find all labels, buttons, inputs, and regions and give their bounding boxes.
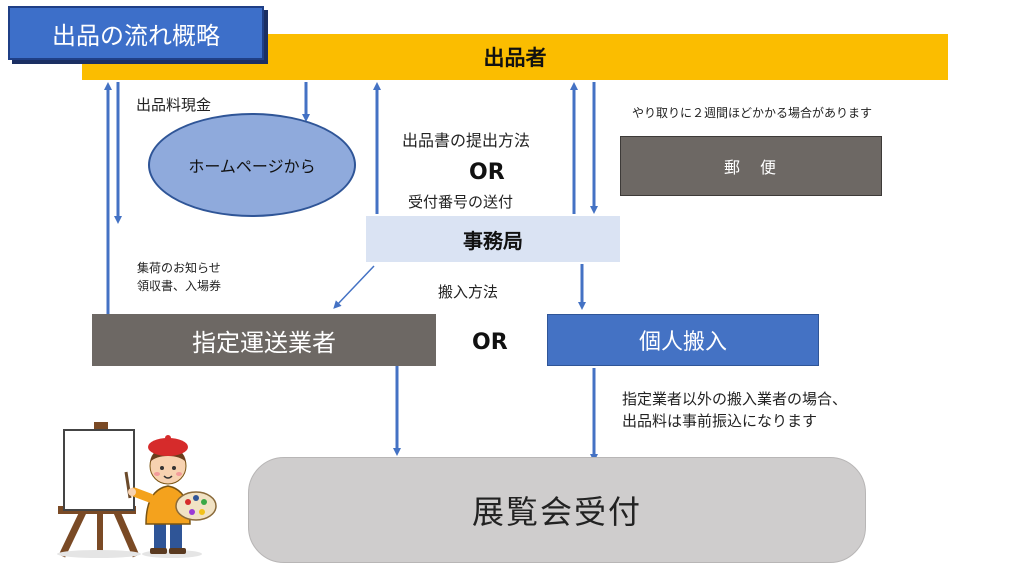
carrier-label: 指定運送業者 — [192, 328, 336, 357]
payment-label: 出品料現金 — [136, 96, 212, 114]
notice-text: 集荷のお知らせ 領収書、入場券 — [137, 259, 221, 295]
or-label-top: OR — [469, 160, 505, 185]
personal-delivery-box: 個人搬入 — [547, 314, 819, 366]
painter-icon — [124, 435, 217, 558]
easel-icon — [57, 422, 141, 558]
diagram-title-box: 出品の流れ概略 — [8, 6, 264, 60]
notice-line: 領収書、入場券 — [137, 279, 222, 293]
post-box: 郵 便 — [620, 136, 882, 196]
reception-label: 展覧会受付 — [471, 493, 642, 531]
delivery-method-label: 搬入方法 — [438, 283, 499, 301]
personal-label: 個人搬入 — [638, 330, 727, 355]
send-number-label: 受付番号の送付 — [408, 193, 514, 211]
other-carrier-note: 指定業者以外の搬入業者の場合、 出品料は事前振込になります — [622, 388, 847, 432]
post-label: 郵 便 — [723, 158, 778, 177]
exhibition-reception-box: 展覧会受付 — [248, 457, 866, 563]
two-weeks-note: やり取りに２週間ほどかかる場合があります — [632, 106, 873, 120]
office-box: 事務局 — [366, 216, 620, 262]
note-line: 指定業者以外の搬入業者の場合、 — [622, 390, 848, 408]
or-label-bottom: OR — [472, 330, 508, 355]
submission-method-label: 出品書の提出方法 — [402, 131, 531, 150]
homepage-label: ホームページから — [188, 157, 316, 176]
homepage-ellipse: ホームページから — [148, 113, 356, 217]
note-line: 出品料は事前振込になります — [622, 412, 818, 430]
page-title: 出品の流れ概略 — [52, 21, 220, 50]
seller-label: 出品者 — [483, 46, 547, 70]
designated-carrier-box: 指定運送業者 — [92, 314, 436, 366]
arrow-office-to-carrier — [333, 265, 375, 309]
notice-line: 集荷のお知らせ — [137, 261, 221, 275]
office-label: 事務局 — [463, 228, 523, 253]
artist-with-easel-illustration — [57, 422, 217, 558]
